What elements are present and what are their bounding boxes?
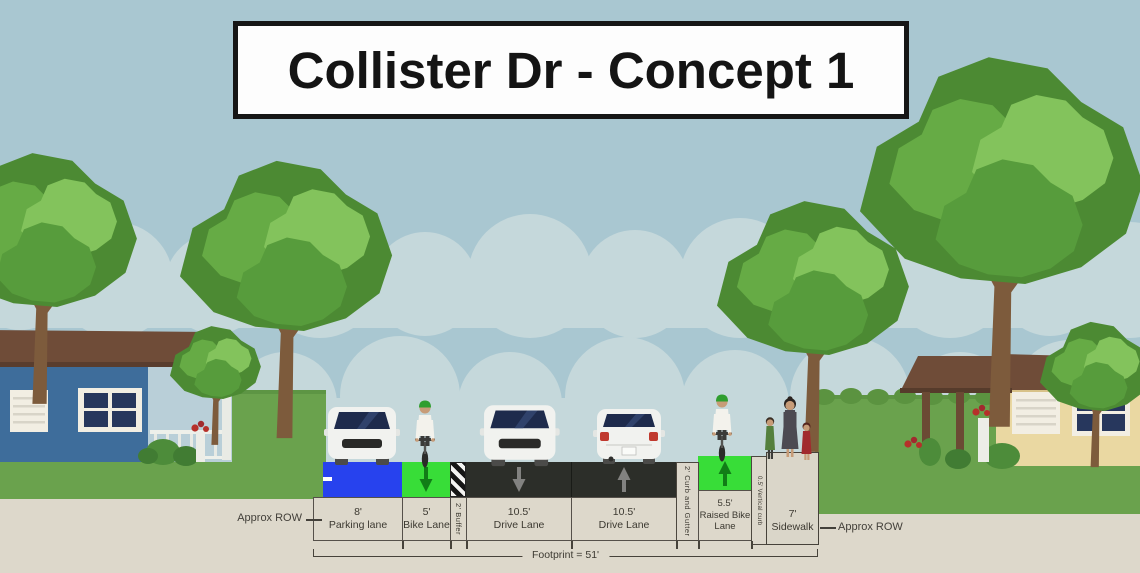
boundary-tick <box>751 541 753 549</box>
approx-row-right-leader <box>820 527 836 529</box>
lane-band-drive-2 <box>571 462 676 497</box>
label-sidewalk: 7' Sidewalk <box>766 452 819 545</box>
house-left <box>0 330 234 462</box>
title-box: Collister Dr - Concept 1 <box>233 21 909 119</box>
lane-width: 2' <box>683 466 692 473</box>
lane-name: Curb and Gutter <box>683 475 692 537</box>
label-buffer: 2' Buffer <box>450 497 467 541</box>
lane-width: 5' <box>422 506 431 518</box>
lane-band-raised-bike <box>698 456 751 490</box>
label-drive-lane-1: 10.5' Drive Lane <box>466 497 572 541</box>
lane-width: 10.5' <box>507 506 531 518</box>
boundary-tick <box>676 541 678 549</box>
lane-name: Raised Bike Lane <box>699 509 751 533</box>
approx-row-right-label: Approx ROW <box>838 521 903 533</box>
arrow-up-icon <box>718 461 731 486</box>
boundary-tick <box>402 541 404 549</box>
arrow-down-icon <box>512 467 525 492</box>
lane-name: Sidewalk <box>771 521 814 533</box>
boundary-tick <box>571 541 573 549</box>
lane-width: 2' <box>454 502 463 510</box>
lane-band-bike <box>402 462 450 497</box>
boundary-tick <box>698 541 700 549</box>
lane-width: 0.5' <box>756 475 762 487</box>
label-raised-bike-lane: 5.5' Raised Bike Lane <box>698 490 752 541</box>
lane-width: 7' <box>788 508 797 520</box>
label-parking-lane: 8' Parking lane <box>313 497 403 541</box>
boundary-tick <box>466 541 468 549</box>
footprint-bracket: Footprint = 51' <box>313 549 818 561</box>
parking-marker <box>323 477 332 481</box>
lane-band-parking <box>323 462 402 497</box>
lane-name: Bike Lane <box>403 519 450 531</box>
lane-width: 10.5' <box>612 506 636 518</box>
lane-band-buffer-hatch <box>450 462 466 497</box>
lane-name: Drive Lane <box>598 519 650 531</box>
landscaping <box>138 404 1020 469</box>
label-curb-and-gutter: 2' Curb and Gutter <box>676 462 699 541</box>
arrow-down-icon <box>419 467 433 492</box>
approx-row-left-label: Approx ROW <box>237 512 302 524</box>
lane-name: Drive Lane <box>493 519 545 531</box>
label-vertical-curb: 0.5' Vertical curb <box>751 456 767 545</box>
footprint-label: Footprint = 51' <box>521 550 610 561</box>
lane-name: Vertical curb <box>756 488 762 526</box>
lane-width: 5.5' <box>717 498 733 510</box>
lane-width: 8' <box>354 506 362 518</box>
page-title: Collister Dr - Concept 1 <box>287 41 855 99</box>
arrow-up-icon <box>617 467 631 492</box>
lane-name: Buffer <box>454 512 463 536</box>
approx-row-left-leader <box>306 519 322 521</box>
lane-name: Parking lane <box>328 519 388 531</box>
lane-band-drive-1 <box>466 462 571 497</box>
label-bike-lane: 5' Bike Lane <box>402 497 451 541</box>
boundary-tick <box>450 541 452 549</box>
label-drive-lane-2: 10.5' Drive Lane <box>571 497 677 541</box>
